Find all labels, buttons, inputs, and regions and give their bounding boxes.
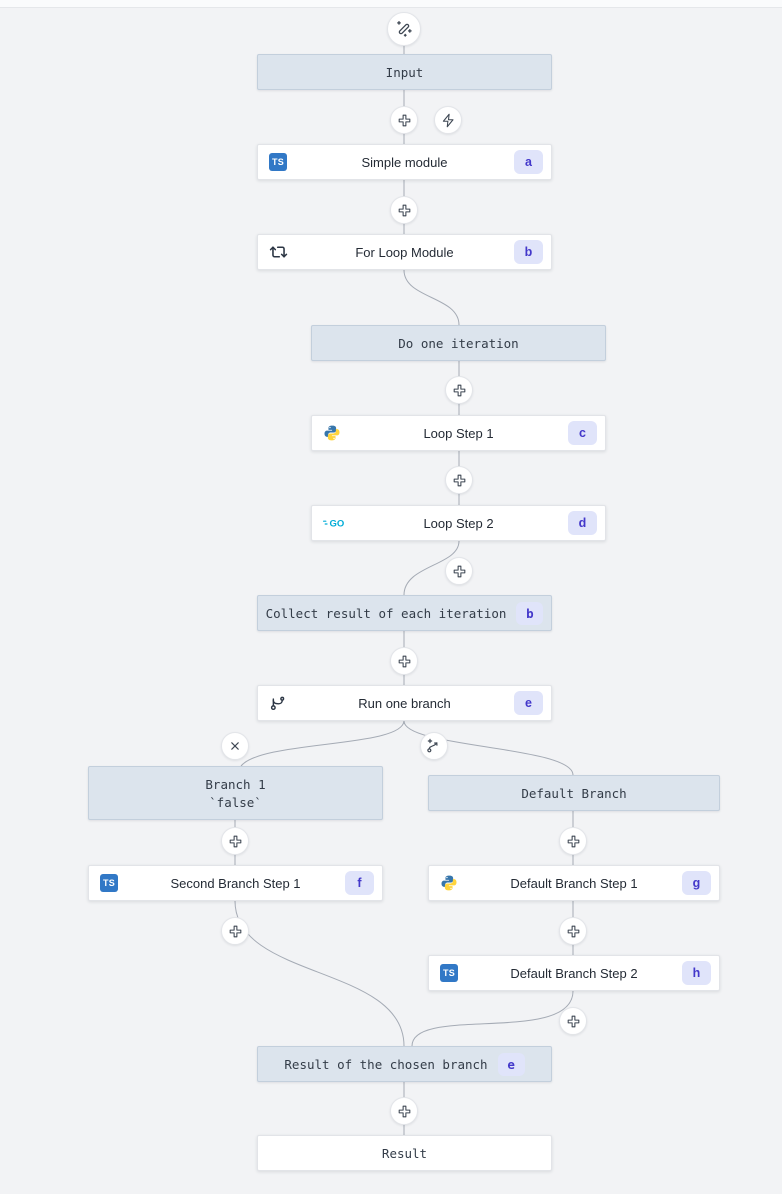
top-divider xyxy=(0,0,782,8)
add-step-button[interactable] xyxy=(559,1007,587,1035)
add-step-button[interactable] xyxy=(445,376,473,404)
plus-icon xyxy=(229,835,241,847)
step-id-badge: g xyxy=(682,871,711,895)
plus-icon xyxy=(398,655,410,667)
step-label: Loop Step 2 xyxy=(423,515,494,531)
step-label: Simple module xyxy=(361,154,448,170)
node-label: Result of the chosen branch xyxy=(284,1056,488,1072)
step-loop-step-2[interactable]: GO Loop Step 2 d xyxy=(311,505,606,541)
plus-icon xyxy=(567,925,579,937)
step-label: Default Branch Step 2 xyxy=(510,965,638,981)
plus-icon xyxy=(229,925,241,937)
step-id-badge: h xyxy=(682,961,711,985)
branch-label: Branch 1 xyxy=(205,776,266,792)
add-step-button[interactable] xyxy=(390,1097,418,1125)
step-id-badge: b xyxy=(514,240,543,264)
node-input[interactable]: Input xyxy=(257,54,552,90)
plus-icon xyxy=(567,1015,579,1027)
branch-predicate: `false` xyxy=(209,794,262,810)
step-id-badge: b xyxy=(516,601,544,625)
step-second-branch-step-1[interactable]: TS Second Branch Step 1 f xyxy=(88,865,383,901)
add-step-button[interactable] xyxy=(221,827,249,855)
plus-icon xyxy=(398,204,410,216)
step-id-badge: d xyxy=(568,511,597,535)
wand-sparkles-icon xyxy=(397,21,412,37)
add-branch-button[interactable] xyxy=(420,732,448,760)
add-trigger-button[interactable] xyxy=(434,106,462,134)
plus-icon xyxy=(453,565,465,577)
step-id-badge: e xyxy=(514,691,543,715)
step-label: For Loop Module xyxy=(355,244,454,260)
add-step-button[interactable] xyxy=(445,466,473,494)
step-default-branch-step-1[interactable]: Default Branch Step 1 g xyxy=(428,865,720,901)
go-icon: GO xyxy=(323,516,349,530)
step-for-loop-module[interactable]: For Loop Module b xyxy=(257,234,552,270)
git-branch-icon xyxy=(269,694,288,713)
step-label: Loop Step 1 xyxy=(423,425,494,441)
step-loop-step-1[interactable]: Loop Step 1 c xyxy=(311,415,606,451)
node-label: Collect result of each iteration xyxy=(265,605,507,621)
node-result[interactable]: Result xyxy=(257,1135,552,1171)
step-simple-module[interactable]: TS Simple module a xyxy=(257,144,552,180)
node-do-one-iteration[interactable]: Do one iteration xyxy=(311,325,606,361)
plus-icon xyxy=(453,474,465,486)
node-collect-result[interactable]: Collect result of each iteration b xyxy=(257,595,552,631)
add-step-button[interactable] xyxy=(559,827,587,855)
typescript-icon: TS xyxy=(100,874,118,892)
x-icon xyxy=(231,742,239,750)
git-branch-plus-icon xyxy=(427,738,438,753)
add-step-button[interactable] xyxy=(559,917,587,945)
typescript-icon: TS xyxy=(269,153,287,171)
node-label: Input xyxy=(385,64,424,80)
add-step-button[interactable] xyxy=(221,917,249,945)
python-icon xyxy=(440,874,458,892)
remove-branch-button[interactable] xyxy=(221,732,249,760)
step-id-badge: c xyxy=(568,421,597,445)
plus-icon xyxy=(398,1105,410,1117)
step-id-badge: a xyxy=(514,150,543,174)
step-id-badge: f xyxy=(345,871,374,895)
node-label: Result xyxy=(381,1145,428,1161)
svg-text:GO: GO xyxy=(330,518,345,529)
add-step-button[interactable] xyxy=(390,106,418,134)
node-label: Do one iteration xyxy=(398,335,519,351)
branch-label: Default Branch xyxy=(521,785,627,801)
add-step-button[interactable] xyxy=(390,196,418,224)
add-step-button[interactable] xyxy=(445,557,473,585)
step-id-badge: e xyxy=(497,1052,525,1076)
repeat-icon xyxy=(269,243,288,262)
node-default-branch[interactable]: Default Branch xyxy=(428,775,720,811)
plus-icon xyxy=(567,835,579,847)
step-default-branch-step-2[interactable]: TS Default Branch Step 2 h xyxy=(428,955,720,991)
add-step-button[interactable] xyxy=(390,647,418,675)
zap-icon xyxy=(442,113,454,127)
step-run-one-branch[interactable]: Run one branch e xyxy=(257,685,552,721)
step-label: Default Branch Step 1 xyxy=(510,875,638,891)
step-label: Run one branch xyxy=(358,695,451,711)
ai-flow-builder-button[interactable] xyxy=(387,12,421,46)
node-result-of-chosen-branch[interactable]: Result of the chosen branch e xyxy=(257,1046,552,1082)
plus-icon xyxy=(398,114,410,126)
python-icon xyxy=(323,424,341,442)
step-label: Second Branch Step 1 xyxy=(170,875,301,891)
plus-icon xyxy=(453,384,465,396)
node-branch-1[interactable]: Branch 1 `false` xyxy=(88,766,383,820)
typescript-icon: TS xyxy=(440,964,458,982)
